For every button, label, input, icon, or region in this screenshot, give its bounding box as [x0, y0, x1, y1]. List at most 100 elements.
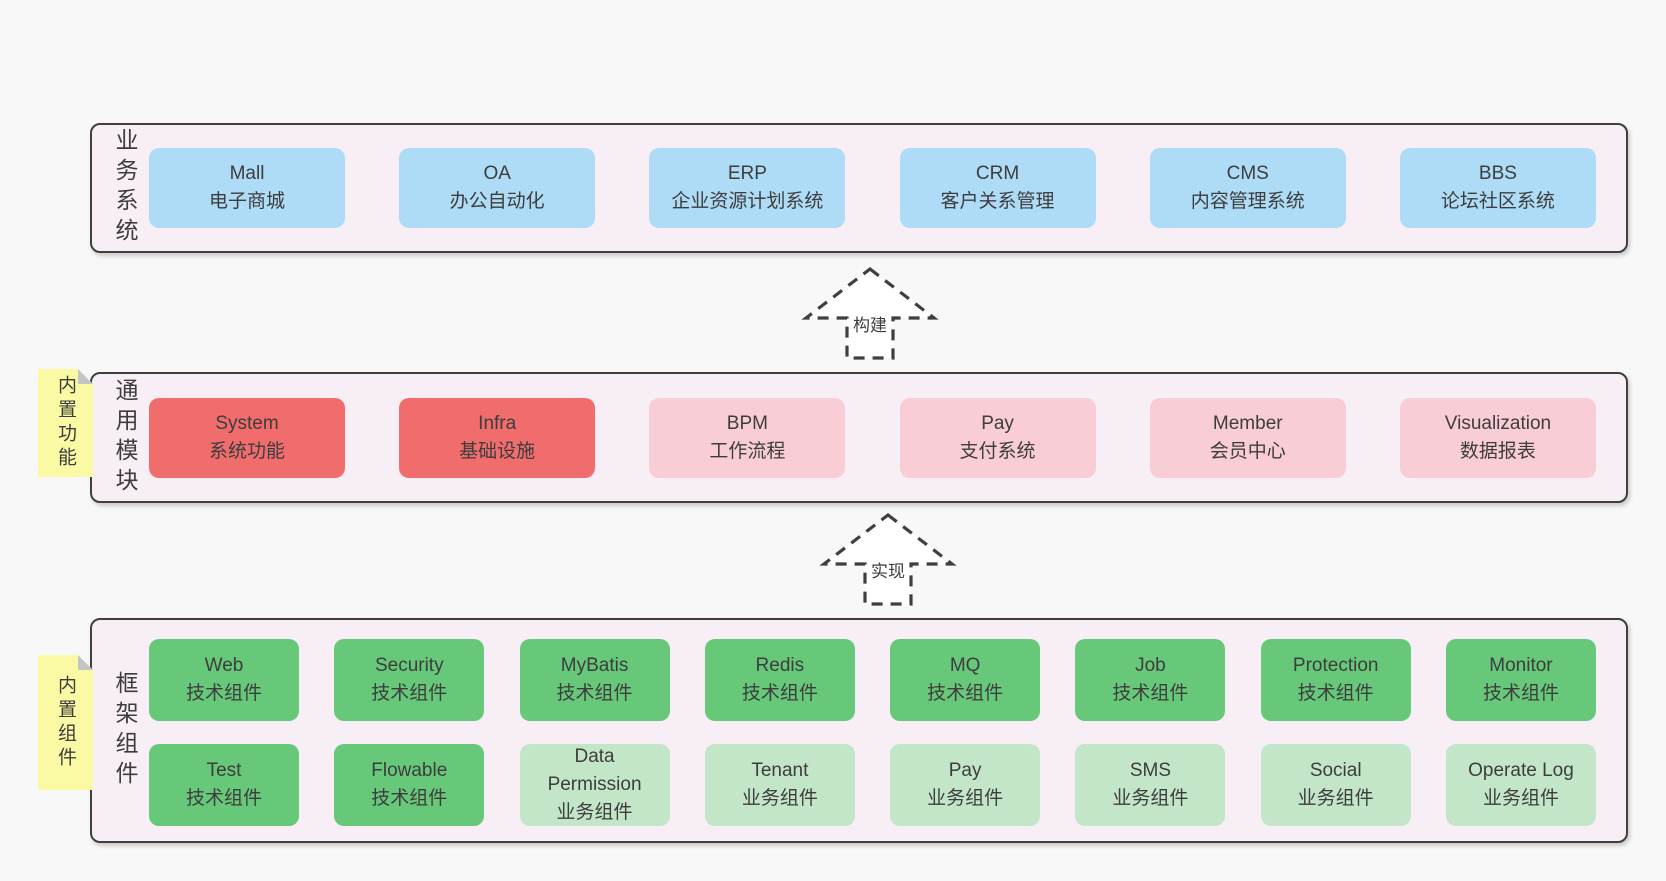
box-name-en: Test — [206, 760, 242, 781]
box-name-en: Member — [1212, 412, 1283, 434]
band-vertical-label: 框架组件 — [102, 620, 148, 841]
band-vertical-label: 通用模块 — [102, 374, 148, 501]
box-name-en: BBS — [1478, 163, 1517, 184]
diagram-box-crm: CRM 客户关系管理 — [899, 148, 1096, 228]
box-name-zh: 内容管理系统 — [1190, 191, 1305, 212]
arrow-build: 构建 — [800, 266, 940, 361]
box-name-en: ERP — [727, 163, 767, 184]
sticky-note-built-in-features: 内置功能 — [38, 369, 93, 477]
box-name-zh: 业务组件 — [556, 802, 633, 823]
box-name-zh: 技术组件 — [371, 683, 448, 704]
box-name-zh: 数据报表 — [1459, 440, 1536, 462]
diagram-box-tenant: Tenant 业务组件 — [704, 744, 855, 826]
box-name-zh: 技术组件 — [1297, 683, 1374, 704]
box-name-zh: 技术组件 — [1112, 683, 1189, 704]
box-name-zh: 技术组件 — [556, 683, 633, 704]
box-name-en: Data Permission — [547, 746, 642, 795]
diagram-box-system: System 系统功能 — [149, 397, 345, 478]
diagram-box-security: Security 技术组件 — [334, 639, 485, 721]
box-name-en: Monitor — [1489, 655, 1553, 676]
box-name-en: BPM — [726, 412, 768, 434]
box-name-en: Social — [1309, 760, 1362, 781]
diagram-box-mall: Mall 电子商城 — [149, 148, 345, 228]
box-name-en: MyBatis — [560, 655, 629, 676]
box-name-en: OA — [483, 163, 511, 184]
diagram-box-erp: ERP 企业资源计划系统 — [649, 148, 846, 228]
box-name-zh: 业务组件 — [1112, 788, 1189, 809]
box-name-zh: 技术组件 — [371, 788, 448, 809]
box-name-zh: 会员中心 — [1209, 440, 1286, 462]
box-name-en: CMS — [1226, 163, 1269, 184]
box-name-en: Infra — [478, 412, 517, 434]
box-name-en: Job — [1135, 655, 1166, 676]
box-name-zh: 业务组件 — [927, 788, 1004, 809]
box-name-zh: 电子商城 — [208, 191, 285, 212]
box-name-en: Operate Log — [1468, 760, 1574, 781]
box-name-zh: 技术组件 — [185, 788, 262, 809]
box-name-en: MQ — [949, 655, 981, 676]
box-name-zh: 办公自动化 — [449, 191, 545, 212]
box-name-en: Flowable — [371, 760, 448, 781]
box-name-zh: 支付系统 — [959, 440, 1036, 462]
diagram-box-oa: OA 办公自动化 — [399, 148, 596, 228]
box-name-en: Pay — [981, 412, 1014, 434]
box-name-zh: 技术组件 — [185, 683, 262, 704]
diagram-box-operate-log: Operate Log 业务组件 — [1445, 744, 1596, 826]
box-name-zh: 论坛社区系统 — [1440, 191, 1555, 212]
box-name-en: Visualization — [1444, 412, 1552, 434]
box-row: Mall 电子商城 OA 办公自动化 ERP 企业资源计划系统 CRM 客户关系管理 CMS 内容… — [149, 148, 1596, 228]
diagram-box-bbs: BBS 论坛社区系统 — [1399, 148, 1596, 228]
diagram-box-flowable: Flowable 技术组件 — [334, 744, 485, 826]
box-name-en: System — [215, 412, 279, 434]
sticky-note-text: 内置组件 — [55, 674, 76, 771]
box-name-zh: 业务组件 — [741, 788, 818, 809]
diagram-box-job: Job 技术组件 — [1075, 639, 1226, 721]
box-name-zh: 系统功能 — [208, 440, 285, 462]
arrow-label: 实现 — [868, 556, 908, 583]
box-name-en: Security — [374, 655, 444, 676]
diagram-box-pay: Pay 业务组件 — [890, 744, 1041, 826]
box-name-en: Protection — [1292, 655, 1379, 676]
diagram-box-test: Test 技术组件 — [149, 744, 299, 826]
band-label-text: 业务系统 — [112, 128, 138, 248]
diagram-box-mybatis: MyBatis 技术组件 — [519, 639, 670, 721]
band-rows: Mall 电子商城 OA 办公自动化 ERP 企业资源计划系统 CRM 客户关系管理 CMS 内容… — [149, 125, 1596, 251]
band-label-text: 通用模块 — [112, 377, 138, 498]
diagram-box-member: Member 会员中心 — [1149, 397, 1346, 478]
band-label-text: 框架组件 — [112, 670, 138, 791]
arrow-label: 构建 — [850, 310, 890, 337]
diagram-box-mq: MQ 技术组件 — [890, 639, 1041, 721]
box-name-zh: 技术组件 — [927, 683, 1004, 704]
box-name-zh: 业务组件 — [1297, 788, 1374, 809]
box-name-en: Web — [204, 655, 244, 676]
box-name-zh: 技术组件 — [741, 683, 818, 704]
box-name-en: CRM — [975, 163, 1020, 184]
box-name-zh: 业务组件 — [1482, 788, 1559, 809]
band-business-systems: 业务系统 Mall 电子商城 OA 办公自动化 ERP 企业资源计划系统 CRM 客户关系管理… — [90, 123, 1628, 253]
diagram-box-data-permission: Data Permission 业务组件 — [519, 744, 670, 826]
diagram-box-web: Web 技术组件 — [149, 639, 299, 721]
box-name-en: Tenant — [751, 760, 809, 781]
diagram-box-social: Social 业务组件 — [1260, 744, 1411, 826]
box-name-zh: 企业资源计划系统 — [671, 191, 824, 212]
diagram-box-protection: Protection 技术组件 — [1260, 639, 1411, 721]
diagram-box-pay: Pay 支付系统 — [899, 397, 1096, 478]
box-name-en: Pay — [948, 760, 982, 781]
box-name-en: Mall — [229, 163, 265, 184]
box-name-zh: 客户关系管理 — [940, 191, 1055, 212]
sticky-note-built-in-components: 内置组件 — [38, 655, 93, 790]
box-name-zh: 技术组件 — [1482, 683, 1559, 704]
band-vertical-label: 业务系统 — [102, 125, 148, 251]
diagram-box-monitor: Monitor 技术组件 — [1445, 639, 1596, 721]
